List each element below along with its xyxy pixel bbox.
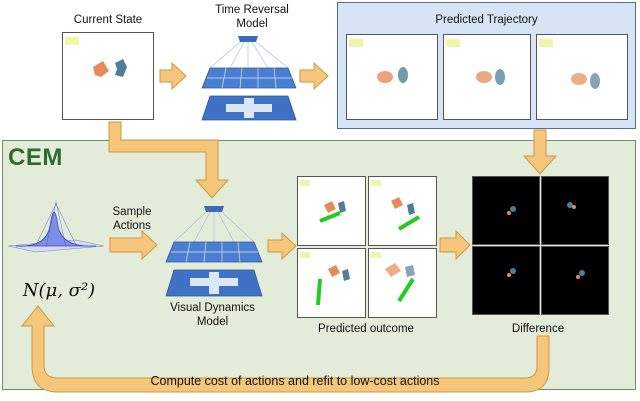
- arrow-sample-to-dynamics: [109, 229, 158, 261]
- predicted-trajectory-label: Predicted Trajectory: [435, 14, 538, 26]
- feedback-label: Compute cost of actions and refit to low…: [150, 374, 440, 388]
- arrow-trajectory-to-difference: [522, 129, 558, 175]
- time-reversal-label-1: Time Reversal: [215, 4, 289, 16]
- cem-title: CEM: [8, 144, 63, 171]
- arrow-dynamics-to-outcome: [267, 231, 297, 261]
- trajectory-frame-1: [346, 34, 438, 120]
- outcome-frame-3: [297, 248, 366, 318]
- gaussian-formula: N(μ, σ²): [22, 280, 96, 301]
- visual-dynamics-model-icon: [160, 204, 268, 300]
- arrow-reversal-to-trajectory: [299, 61, 329, 91]
- time-reversal-model-icon: [196, 34, 302, 126]
- difference-frame-4: [541, 246, 609, 315]
- time-reversal-label-2: Model: [236, 18, 268, 30]
- outcome-frame-1: [297, 176, 366, 246]
- difference-frame-1: [472, 176, 540, 245]
- sample-label-2: Actions: [113, 220, 151, 232]
- arrow-state-to-reversal: [159, 61, 187, 91]
- arrow-state-to-dynamics: [108, 121, 230, 199]
- sample-label-1: Sample: [112, 206, 152, 218]
- visual-dynamics-label-2: Model: [196, 316, 229, 328]
- predicted-outcome-label: Predicted outcome: [318, 323, 414, 335]
- difference-frame-2: [541, 176, 609, 245]
- outcome-frame-4: [368, 248, 437, 318]
- difference-frame-3: [472, 246, 540, 315]
- trajectory-frame-2: [443, 34, 531, 120]
- current-state-label: Current State: [73, 14, 143, 26]
- arrow-feedback-loop: [20, 305, 550, 393]
- outcome-frame-2: [368, 176, 437, 246]
- visual-dynamics-label-1: Visual Dynamics: [170, 302, 255, 314]
- trajectory-frame-3: [536, 34, 628, 120]
- arrow-outcome-to-difference: [439, 229, 471, 261]
- current-state-image: [62, 32, 154, 120]
- difference-label: Difference: [511, 323, 565, 335]
- gaussian-distribution-icon: [6, 196, 106, 256]
